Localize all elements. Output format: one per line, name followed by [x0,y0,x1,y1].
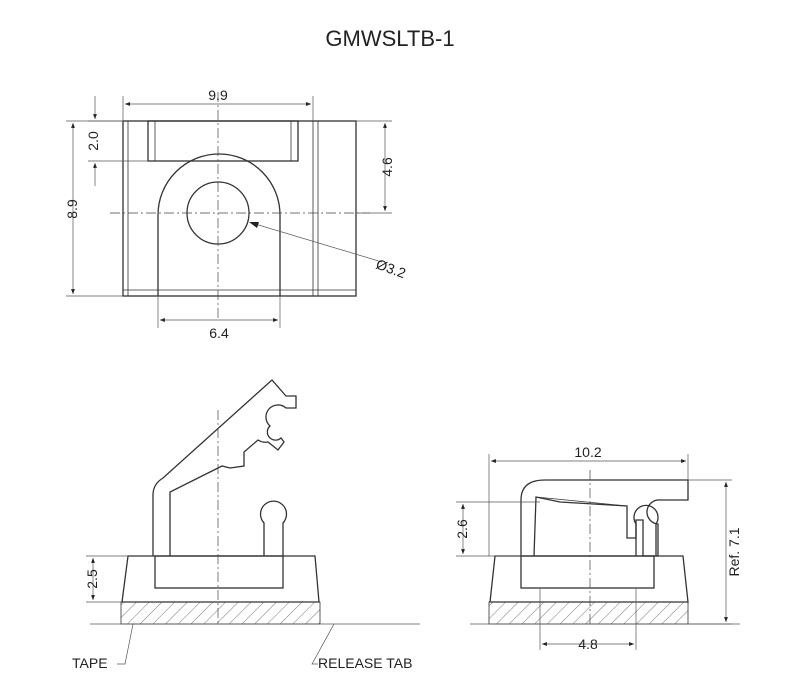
dim-jaw-height: 2.6 [454,519,470,539]
tape-label: TAPE [72,655,108,671]
dim-base-width: 4.8 [578,636,598,652]
dim-side-length: 10.2 [574,444,601,460]
dim-total-height: 8.9 [64,199,80,219]
dim-base-height: 2.5 [84,569,100,589]
dim-hole-diameter: Ø3.2 [374,256,408,281]
front-view: 2.5 TAPE RELEASE TAB [72,379,420,671]
dim-hole-height: 4.6 [379,157,395,177]
dim-slot-depth: 2.0 [85,131,101,151]
dim-tab-width: 6.4 [209,325,229,341]
dim-top-width: 9.9 [208,87,228,103]
dim-ref-height: Ref. 7.1 [726,527,742,576]
drawing-title: GMWSLTB-1 [325,26,454,51]
top-view: 9.9 2.0 8.9 4.6 6.4 Ø3.2 [64,87,408,341]
release-tab-label: RELEASE TAB [318,655,412,671]
side-view: 10.2 2.6 Ref. 7.1 4.8 [454,444,742,652]
